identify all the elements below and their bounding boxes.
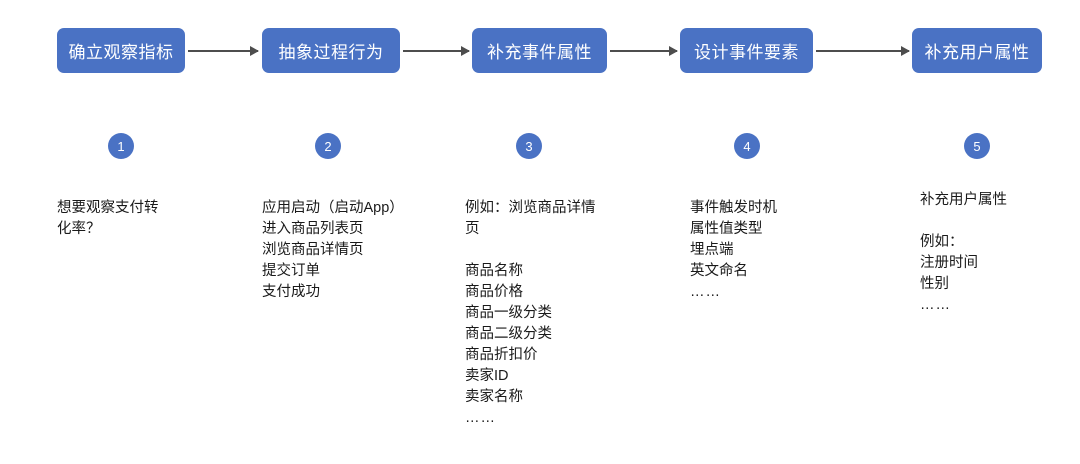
column-4-line-3: 埋点端 [690, 242, 734, 258]
column-5: 补充用户属性例如： 注册时间性别 …… [920, 190, 1080, 316]
column-2-line-1: 应用启动（启动App） [262, 200, 404, 216]
flow-arrow-1 [188, 46, 259, 56]
column-1: 想要观察支付转化率？ [57, 198, 237, 240]
text-spacer [465, 240, 670, 261]
ellipsis-text: …… [920, 297, 951, 313]
text-spacer [920, 211, 1080, 232]
flow-step-box-2[interactable]: 抽象过程行为 [262, 28, 400, 73]
column-3-line-7: 商品二级分类 [465, 326, 552, 342]
column-4-line-1: 事件触发时机 [690, 200, 777, 216]
flow-arrow-4 [816, 46, 910, 56]
column-5-line-3: 例如： [920, 234, 964, 250]
column-2-line-2: 进入商品列表页 [262, 221, 364, 237]
column-3-line-1: 例如：浏览商品详情 [465, 200, 596, 216]
flow-step-box-3[interactable]: 补充事件属性 [472, 28, 607, 73]
column-3-line-5: 商品价格 [465, 284, 523, 300]
column-3-line-10: 卖家名称 [465, 389, 523, 405]
column-3-line-8: 商品折扣价 [465, 347, 538, 363]
column-3-line-2: 页 [465, 221, 480, 237]
column-3-line-4: 商品名称 [465, 263, 523, 279]
flow-arrow-2 [403, 46, 470, 56]
flow-step-box-5[interactable]: 补充用户属性 [912, 28, 1042, 73]
flow-arrow-3 [610, 46, 678, 56]
column-4-line-4: 英文命名 [690, 263, 748, 279]
column-5-line-5: 性别 [920, 276, 949, 292]
flow-step-box-1[interactable]: 确立观察指标 [57, 28, 185, 73]
column-5-line-4: 注册时间 [920, 255, 978, 271]
column-4-line-2: 属性值类型 [690, 221, 763, 237]
ellipsis-text: …… [690, 284, 721, 300]
step-number-badge-3: 3 [516, 133, 542, 159]
step-number-badge-1: 1 [108, 133, 134, 159]
column-2-line-3: 浏览商品详情页 [262, 242, 364, 258]
ellipsis-text: …… [465, 410, 496, 426]
column-3-line-9: 卖家ID [465, 368, 509, 384]
column-3: 例如：浏览商品详情页商品名称商品价格商品一级分类商品二级分类商品折扣价卖家ID 卖… [465, 198, 670, 429]
flow-step-box-4[interactable]: 设计事件要素 [680, 28, 813, 73]
step-number-badge-5: 5 [964, 133, 990, 159]
column-1-line-1: 想要观察支付转 [57, 200, 159, 216]
step-number-badge-2: 2 [315, 133, 341, 159]
step-number-badge-4: 4 [734, 133, 760, 159]
column-1-line-2: 化率？ [57, 221, 101, 237]
column-2: 应用启动（启动App） 进入商品列表页浏览商品详情页提交订单支付成功 [262, 198, 462, 303]
column-5-line-1: 补充用户属性 [920, 192, 1007, 208]
column-2-line-4: 提交订单 [262, 263, 320, 279]
column-4: 事件触发时机属性值类型埋点端英文命名 …… [690, 198, 880, 303]
column-2-line-5: 支付成功 [262, 284, 320, 300]
column-3-line-6: 商品一级分类 [465, 305, 552, 321]
